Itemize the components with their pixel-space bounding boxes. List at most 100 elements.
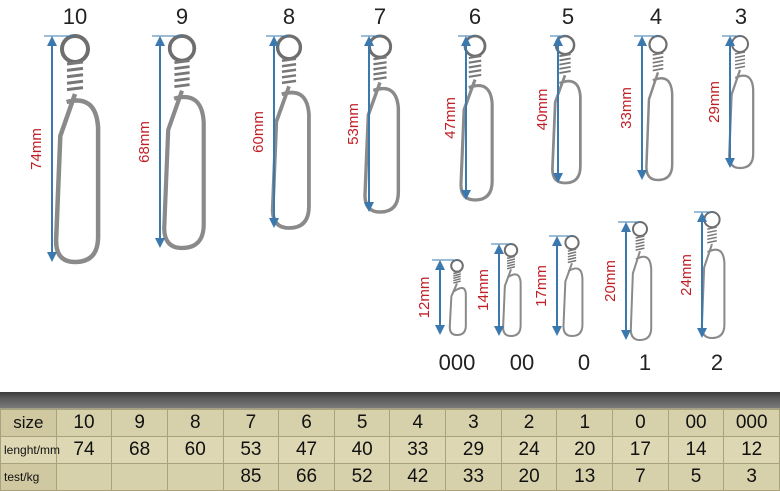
snap-swivel: 74mm xyxy=(28,34,101,265)
swivel-coil xyxy=(174,59,190,64)
size-cell: 4 xyxy=(389,409,447,437)
arrow-head-down xyxy=(461,190,471,200)
swivel-coil xyxy=(707,226,717,230)
swivel-eye xyxy=(703,211,721,229)
swivel-coil xyxy=(373,76,387,81)
snap-swivel: 53mm xyxy=(345,34,401,214)
swivel-coil xyxy=(66,79,84,85)
arrow-head-up xyxy=(697,212,707,222)
test-cell: 66 xyxy=(278,463,335,491)
length-cell: 14 xyxy=(667,436,725,464)
test-cell: 13 xyxy=(556,463,614,491)
swivel-coil xyxy=(734,54,746,59)
swivel-eye xyxy=(632,221,648,237)
snap-swivel: 33mm xyxy=(618,34,674,182)
size-number-label: 2 xyxy=(710,350,724,375)
length-cell: 53 xyxy=(222,436,280,464)
swivel-coil xyxy=(66,60,84,66)
size-number-label: 5 xyxy=(561,4,575,29)
length-cell: 47 xyxy=(278,436,335,464)
length-label: 53mm xyxy=(345,103,362,145)
snap-swivel: 40mm xyxy=(534,34,582,185)
swivel-coil xyxy=(635,235,645,239)
length-label: 60mm xyxy=(250,111,267,153)
swivel-coil xyxy=(66,86,84,92)
swivel-wire xyxy=(562,262,584,337)
test-cell: 52 xyxy=(333,463,391,491)
size-number-label: 00 xyxy=(509,350,535,375)
swivel-coil xyxy=(559,57,571,62)
swivel-coil xyxy=(453,280,461,284)
arrow-head-up xyxy=(364,36,374,46)
swivel-coil xyxy=(652,52,664,56)
length-label: 47mm xyxy=(442,97,459,139)
arrow-head-up xyxy=(461,36,471,46)
swivel-coil xyxy=(373,61,387,66)
swivel-wire xyxy=(629,250,653,341)
arrow-head-down xyxy=(47,252,57,262)
test-cell xyxy=(166,463,224,491)
swivel-coil xyxy=(652,56,664,60)
swivel-wire xyxy=(728,69,755,170)
length-cell: 12 xyxy=(723,436,780,464)
swivel-coil xyxy=(559,70,571,74)
length-cell: 68 xyxy=(111,436,168,464)
swivel-coil xyxy=(281,79,297,85)
length-header: lenght/mm xyxy=(0,436,60,464)
swivel-coil xyxy=(652,59,664,64)
arrow-head-down xyxy=(364,202,374,212)
length-cell: 60 xyxy=(166,436,224,464)
arrow-head-up xyxy=(435,260,445,270)
swivel-coil xyxy=(468,73,482,78)
swivel-wire xyxy=(551,74,582,185)
swivel-coil xyxy=(174,77,190,83)
swivel-coil xyxy=(174,71,190,76)
swivel-eye xyxy=(503,243,519,258)
swivel-coil xyxy=(281,68,297,74)
snap-swivel: 47mm xyxy=(442,34,494,202)
arrow-head-up xyxy=(553,36,563,46)
arrow-head-down xyxy=(621,330,631,340)
snap-swivel: 17mm xyxy=(533,235,584,337)
size-number-label: 3 xyxy=(734,4,748,29)
arrow-head-up xyxy=(552,236,562,246)
swivel-wire xyxy=(448,283,467,336)
length-cell: 29 xyxy=(445,436,502,464)
swivel-coil xyxy=(66,66,84,72)
swivel-coil xyxy=(734,62,746,66)
swivel-coil xyxy=(373,56,387,61)
arrow-head-up xyxy=(725,36,735,46)
swivel-wire xyxy=(162,89,206,251)
swivel-coil xyxy=(652,63,664,68)
swivel-coil xyxy=(559,61,571,66)
swivel-coil xyxy=(373,71,387,76)
swivel-coil xyxy=(559,53,571,58)
length-cell: 40 xyxy=(333,436,391,464)
arrow-head-down xyxy=(494,326,504,336)
swivel-coil xyxy=(373,66,387,71)
swivel-coil xyxy=(468,64,482,69)
arrow-head-down xyxy=(269,218,279,228)
swivel-wire xyxy=(645,72,674,182)
length-cell: 17 xyxy=(612,436,669,464)
test-cell: 7 xyxy=(612,463,669,491)
swivel-eye xyxy=(648,34,668,55)
size-cell: 2 xyxy=(500,409,558,437)
length-label: 33mm xyxy=(618,87,635,129)
swivel-wire xyxy=(700,243,726,340)
snap-swivel: 12mm xyxy=(416,259,467,336)
snap-swivel: 24mm xyxy=(678,211,726,340)
swivel-coil xyxy=(567,259,577,264)
size-number-label: 1 xyxy=(638,350,652,375)
size-number-label: 10 xyxy=(62,4,88,29)
size-number-label: 9 xyxy=(175,4,189,29)
arrow-head-down xyxy=(155,238,165,248)
swivel-coil xyxy=(734,58,746,62)
size-number-label: 000 xyxy=(438,350,476,375)
arrow-head-down xyxy=(435,325,445,335)
arrow-head-up xyxy=(269,36,279,46)
swivel-coil xyxy=(567,256,577,261)
